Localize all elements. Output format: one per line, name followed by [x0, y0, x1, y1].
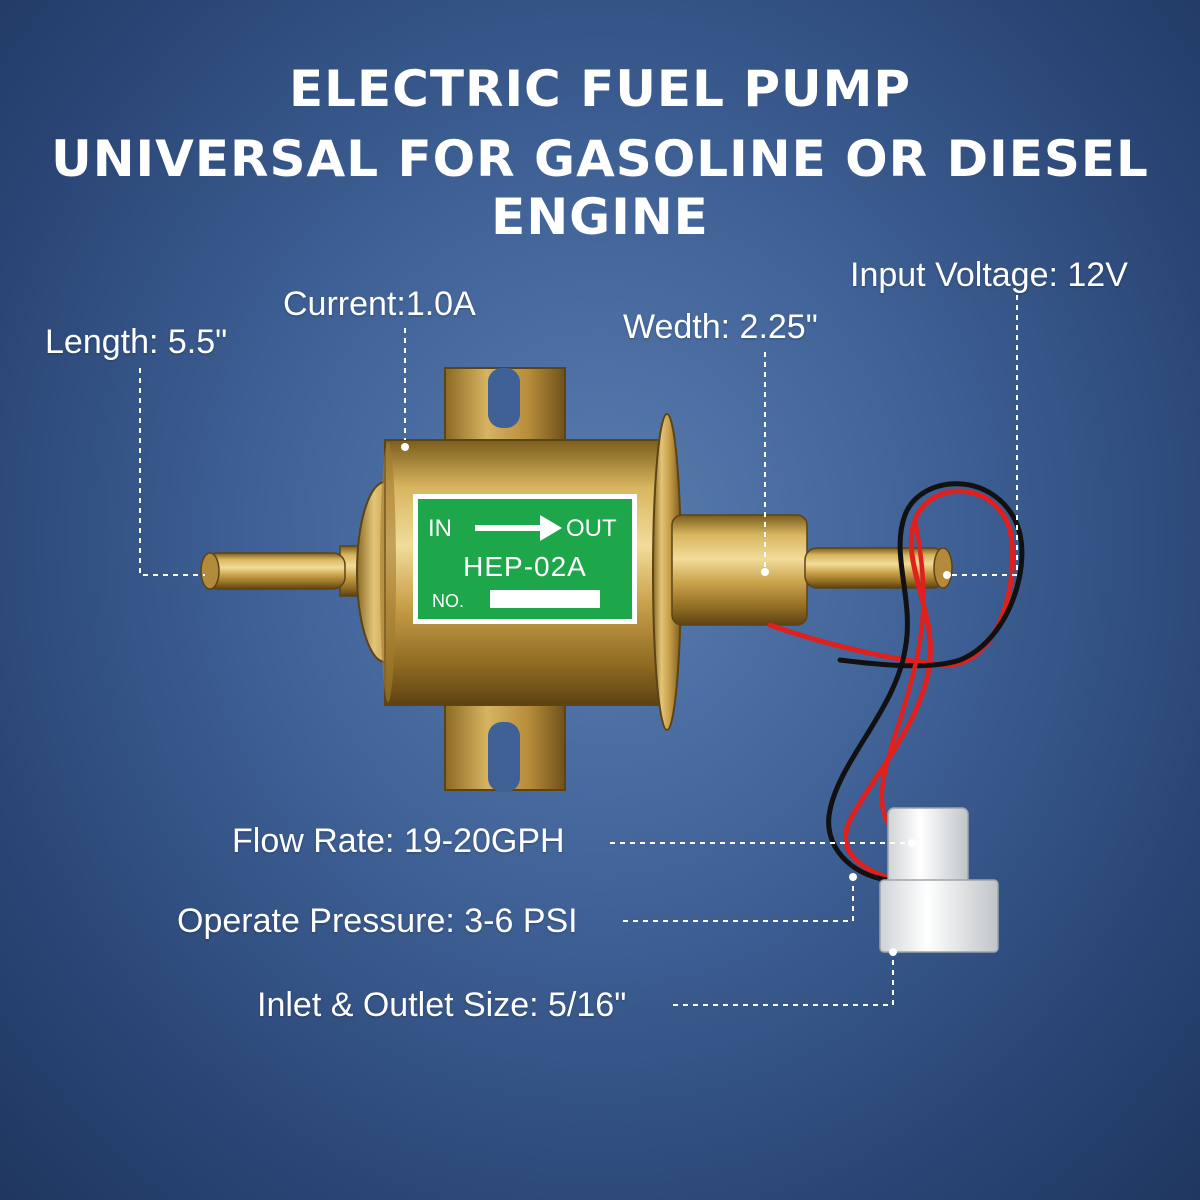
mounting-tab-top [444, 367, 566, 443]
label-model-text: HEP-02A [463, 551, 587, 582]
label-number-text: NO. [432, 591, 464, 611]
spec-port-size: Inlet & Outlet Size: 5/16" [257, 986, 627, 1024]
spec-flow-rate: Flow Rate: 19-20GPH [232, 822, 565, 860]
spec-length: Length: 5.5" [45, 323, 228, 361]
spec-voltage: Input Voltage: 12V [850, 256, 1128, 294]
label-out-text: OUT [566, 515, 617, 542]
spec-current: Current:1.0A [283, 285, 476, 323]
model-label [413, 494, 637, 624]
wire-harness [767, 481, 1025, 883]
title-line-2: UNIVERSAL FOR GASOLINE OR DIESEL ENGINE [51, 130, 1149, 246]
wire-connector [879, 807, 999, 953]
title-line-1: ELECTRIC FUEL PUMP [288, 60, 911, 118]
outlet-nozzle [671, 514, 953, 626]
label-in-text: IN [428, 515, 452, 542]
mounting-tab-bottom [444, 699, 566, 792]
leader-lines [139, 295, 1018, 1006]
spec-pressure: Operate Pressure: 3-6 PSI [177, 902, 578, 940]
spec-width: Wedth: 2.25" [623, 308, 818, 346]
leader-dots [401, 443, 951, 956]
flow-arrow-icon [475, 515, 562, 541]
